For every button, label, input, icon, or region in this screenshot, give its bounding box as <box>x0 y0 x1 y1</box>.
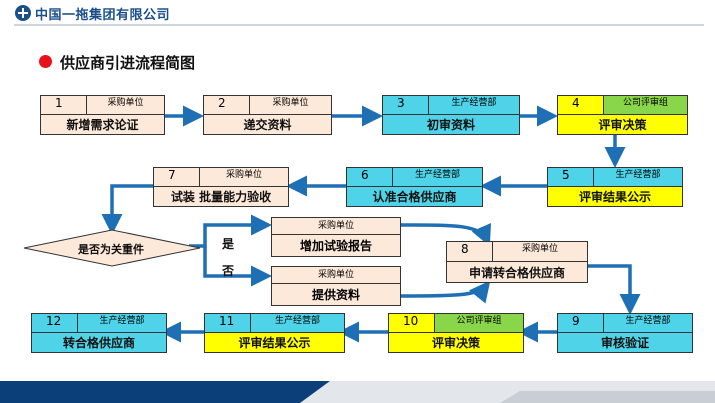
company-logo-icon <box>15 5 31 21</box>
step-number: 11 <box>205 314 251 332</box>
branch-no-label: 提供资料 <box>311 288 360 302</box>
step-10: 10 公司评审组 评审决策 <box>388 313 524 353</box>
step-dept: 公司评审组 <box>622 98 668 108</box>
step-dept: 采购单位 <box>107 98 144 108</box>
step-label: 评审结果公示 <box>205 333 344 352</box>
header-bar: 中国一拖集团有限公司 <box>0 0 715 24</box>
arrow-8-9 <box>588 264 641 315</box>
step-number: 6 <box>347 168 393 186</box>
header-divider <box>14 24 704 26</box>
step-label: 新增需求论证 <box>66 118 139 132</box>
arrow-7-decision <box>101 184 153 235</box>
step-number: 2 <box>204 96 250 114</box>
branch-no-box: 采购单位 提供资料 <box>271 266 401 306</box>
title-bullet-icon <box>39 55 52 68</box>
step-label: 评审决策 <box>558 115 687 134</box>
step-dept: 生产经营部 <box>451 98 497 108</box>
step-label: 评审决策 <box>389 333 523 352</box>
decision-no-label: 否 <box>222 264 235 278</box>
step-11: 11 生产经营部 评审结果公示 <box>204 313 345 353</box>
branch-yes-dept: 采购单位 <box>272 218 400 235</box>
decision-diamond <box>23 229 201 267</box>
step-dept: 公司评审组 <box>456 316 502 326</box>
step-label: 申请转合格供应商 <box>468 265 565 280</box>
step-label: 转合格供应商 <box>62 336 135 350</box>
step-dept: 采购单位 <box>521 244 558 254</box>
step-1: 1 采购单位 新增需求论证 <box>40 95 165 135</box>
step-dept: 生产经营部 <box>615 170 661 180</box>
step-8: 8 采购单位 申请转合格供应商 <box>446 241 588 283</box>
step-number: 9 <box>558 314 604 332</box>
footer-band <box>0 381 715 403</box>
step-dept: 生产经营部 <box>274 316 320 326</box>
decision-label: 是否为关重件 <box>78 243 144 256</box>
step-4: 4 公司评审组 评审决策 <box>557 95 688 135</box>
step-number: 1 <box>41 96 87 114</box>
step-number: 3 <box>383 96 429 114</box>
step-label: 审核验证 <box>600 336 649 350</box>
step-label: 初审资料 <box>426 118 475 132</box>
step-number: 10 <box>389 314 435 332</box>
step-label: 评审结果公示 <box>548 187 682 206</box>
step-label: 试装 批量能力验收 <box>170 190 272 204</box>
step-number: 8 <box>447 242 493 261</box>
page-title: 供应商引进流程简图 <box>60 54 196 72</box>
step-dept: 生产经营部 <box>625 316 671 326</box>
step-dept: 采购单位 <box>272 98 309 108</box>
step-3: 3 生产经营部 初审资料 <box>382 95 520 135</box>
step-dept: 生产经营部 <box>99 316 145 326</box>
step-label: 递交资料 <box>243 118 292 132</box>
step-dept: 采购单位 <box>225 170 262 180</box>
step-2: 2 采购单位 递交资料 <box>203 95 332 135</box>
step-dept: 生产经营部 <box>414 170 460 180</box>
arrow-decision-yes <box>189 214 272 248</box>
arrow-yes-8 <box>400 222 491 247</box>
step-9: 9 生产经营部 审核验证 <box>557 313 693 353</box>
step-6: 6 生产经营部 认准合格供应商 <box>346 167 483 207</box>
step-number: 4 <box>558 96 604 114</box>
branch-yes-box: 采购单位 增加试验报告 <box>271 217 401 257</box>
company-name: 中国一拖集团有限公司 <box>35 8 171 23</box>
branch-no-dept: 采购单位 <box>272 267 400 284</box>
step-number: 5 <box>548 168 594 186</box>
step-7: 7 采购单位 试装 批量能力验收 <box>153 167 289 207</box>
step-number: 12 <box>32 314 78 332</box>
step-5: 5 生产经营部 评审结果公示 <box>547 167 683 207</box>
step-12: 12 生产经营部 转合格供应商 <box>31 313 167 353</box>
arrow-no-8 <box>400 280 491 304</box>
branch-yes-label: 增加试验报告 <box>299 239 372 253</box>
step-number: 7 <box>154 168 200 186</box>
decision-yes-label: 是 <box>222 237 235 251</box>
step-label: 认准合格供应商 <box>372 190 457 204</box>
arrow-decision-no <box>203 246 272 287</box>
